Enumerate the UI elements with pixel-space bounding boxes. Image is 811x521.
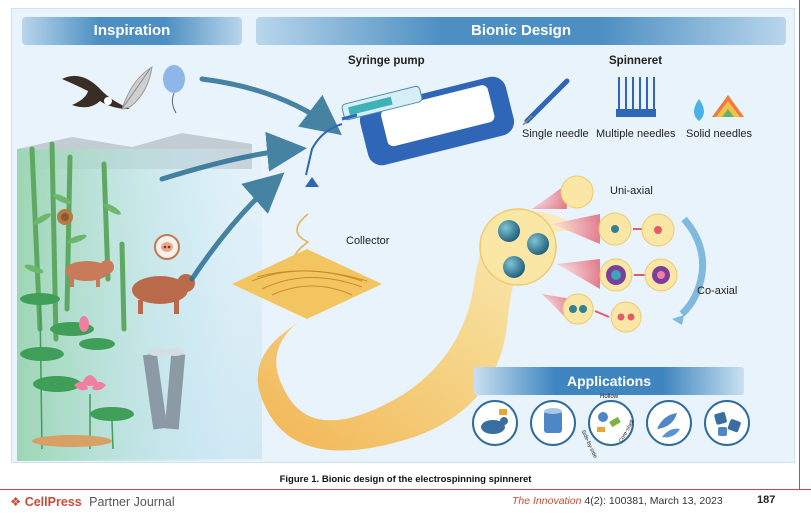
page-number: 187	[757, 494, 776, 506]
landscape-scene	[17, 129, 277, 461]
figure-caption: Figure 1. Bionic design of the electrosp…	[279, 474, 532, 485]
syringe-pump-label: Syringe pump	[348, 55, 425, 67]
footer-citation: The Innovation 4(2): 100381, March 13, 2…	[512, 495, 723, 507]
inspiration-arrows	[159, 76, 342, 282]
bionic-design-banner: Bionic Design	[256, 17, 786, 45]
balloon-icon	[163, 65, 185, 114]
multiple-needles-label: Multiple needles	[596, 128, 676, 140]
uni-axial-label: Uni-axial	[610, 185, 653, 197]
co-axial-label: Co-axial	[697, 285, 738, 297]
collector-label: Collector	[346, 235, 390, 247]
multiple-needles-icon	[616, 77, 656, 117]
single-needle-icon	[522, 78, 570, 126]
eagle-icon	[62, 75, 130, 109]
collector-icon	[232, 213, 382, 319]
hollow-label: Hollow	[600, 394, 619, 400]
solid-needles-icon	[694, 95, 744, 121]
journal-name: The Innovation	[512, 495, 582, 507]
feather-icon	[121, 66, 153, 110]
co-axial-structures	[542, 212, 707, 333]
fiber-cross-section	[479, 208, 557, 286]
footer-divider	[0, 489, 811, 490]
right-divider	[799, 0, 800, 490]
uni-axial-structure	[532, 175, 594, 209]
syringe-pump-icon	[305, 76, 515, 187]
partner-journal-label: Partner Journal	[89, 495, 175, 509]
diagram-art	[17, 65, 750, 461]
spinneret-label: Spinneret	[609, 55, 663, 67]
solid-needles-label: Solid needles	[686, 128, 753, 140]
figure-panel: Inspiration Bionic Design Syringe pump S…	[11, 8, 795, 463]
inspiration-banner: Inspiration	[22, 17, 242, 45]
applications-banner: Applications	[474, 367, 744, 395]
single-needle-label: Single needle	[522, 128, 589, 140]
footer-brand: ❖ CellPress Partner Journal	[10, 494, 175, 509]
application-icons	[472, 400, 750, 446]
brand-name: CellPress	[24, 495, 82, 509]
cellpress-logo-icon: ❖	[10, 495, 22, 509]
citation-text: 4(2): 100381, March 13, 2023	[581, 495, 723, 507]
